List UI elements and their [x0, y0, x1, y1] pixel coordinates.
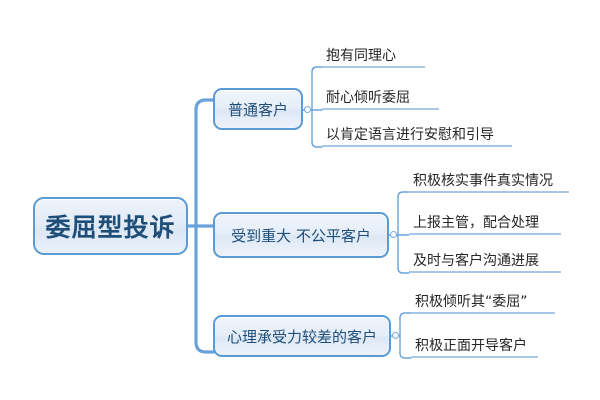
leaf-item-label: 以肯定语言进行安慰和引导 — [326, 127, 494, 143]
collapse-handle-branch-3[interactable] — [392, 332, 399, 339]
branch-node-putong-kehu[interactable]: 普通客户 — [213, 88, 303, 130]
leaf-item[interactable]: 积极正面开导客户 — [411, 335, 538, 358]
leaf-item[interactable]: 积极倾听其“委屈” — [411, 291, 555, 314]
leaf-item-label: 积极核实事件真实情况 — [413, 173, 553, 189]
leaf-item-label: 上报主管，配合处理 — [413, 215, 539, 231]
leaf-item[interactable]: 积极核实事件真实情况 — [409, 170, 569, 193]
branch-node-shoudao-zhongda[interactable]: 受到重大 不公平客户 — [213, 212, 389, 258]
leaf-item[interactable]: 上报主管，配合处理 — [409, 212, 561, 235]
leaf-item[interactable]: 及时与客户沟通进展 — [409, 250, 561, 273]
leaf-item[interactable]: 耐心倾听委屈 — [322, 87, 439, 110]
branch-node-label: 心理承受力较差的客户 — [226, 327, 377, 346]
root-node-label: 委屈型投诉 — [45, 213, 176, 242]
branch-node-label: 普通客户 — [227, 100, 288, 119]
collapse-handle-branch-1[interactable] — [304, 106, 311, 113]
leaf-item-label: 耐心倾听委屈 — [326, 90, 410, 106]
leaf-item[interactable]: 抱有同理心 — [322, 45, 425, 68]
leaf-item[interactable]: 以肯定语言进行安慰和引导 — [322, 124, 512, 147]
leaf-item-label: 积极倾听其“委屈” — [415, 294, 528, 310]
branch-node-label: 受到重大 不公平客户 — [231, 226, 371, 245]
collapse-handle-branch-2[interactable] — [390, 231, 397, 238]
branch-node-xinli-chengshouli[interactable]: 心理承受力较差的客户 — [213, 315, 391, 357]
leaf-item-label: 抱有同理心 — [326, 48, 396, 64]
leaf-item-label: 积极正面开导客户 — [415, 338, 527, 354]
leaf-item-label: 及时与客户沟通进展 — [413, 253, 539, 269]
root-node[interactable]: 委屈型投诉 — [33, 197, 188, 255]
